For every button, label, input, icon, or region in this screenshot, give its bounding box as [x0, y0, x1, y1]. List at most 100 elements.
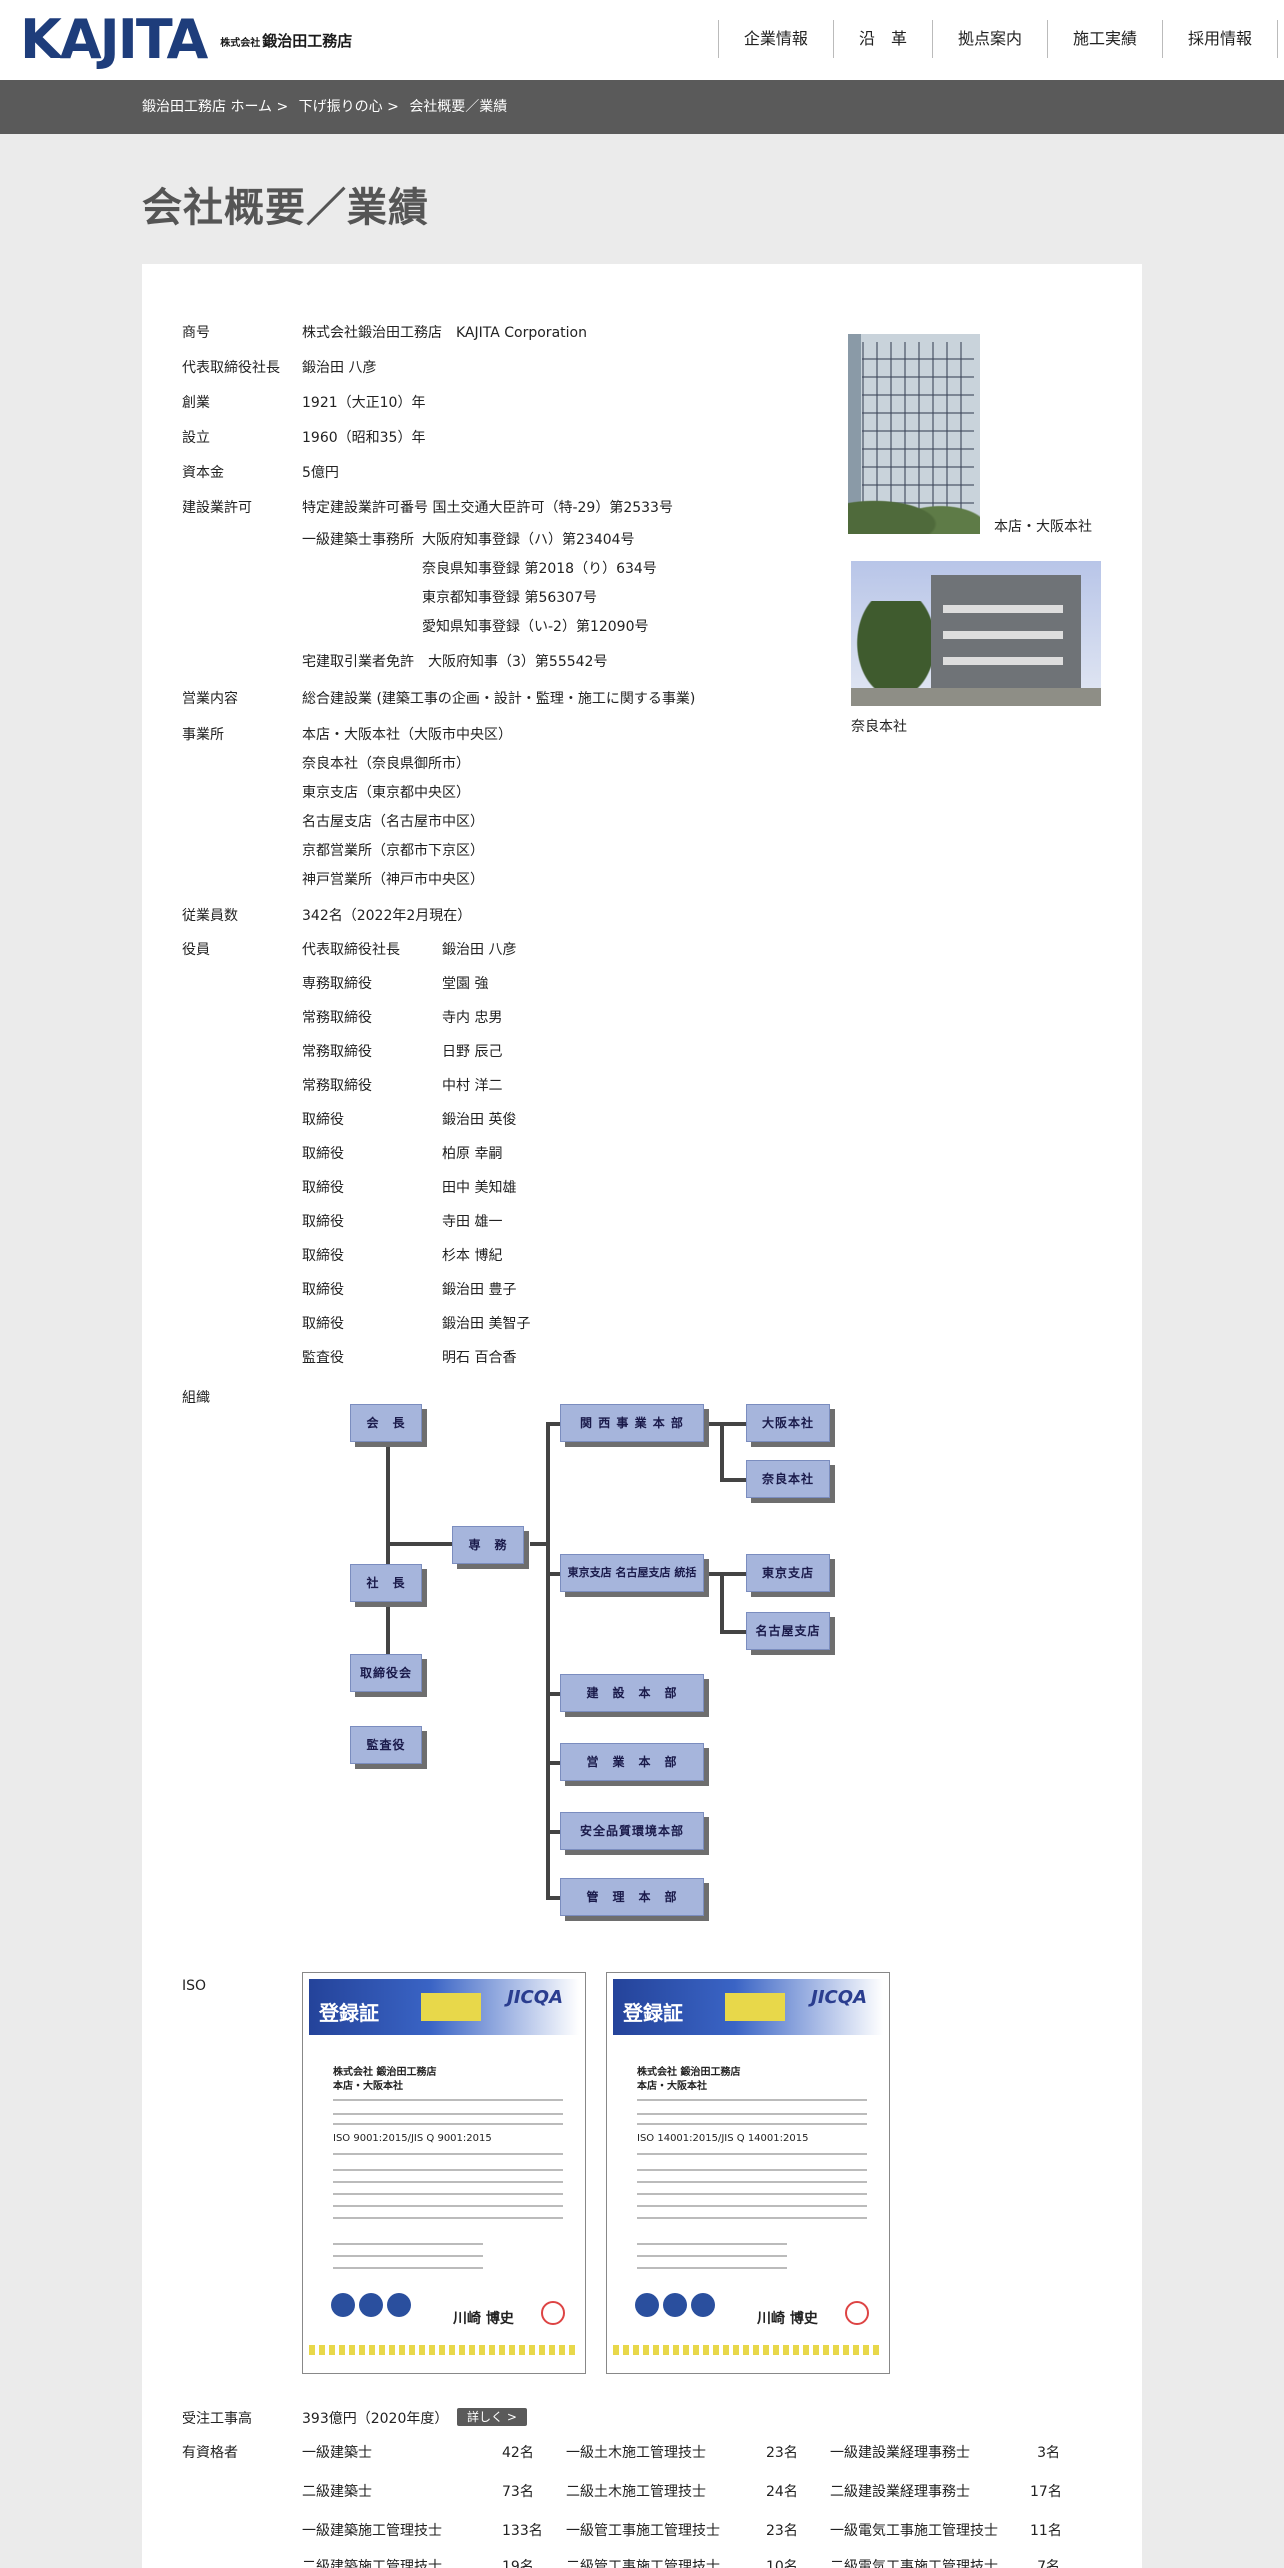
seal-icon — [845, 2301, 869, 2325]
officer-name: 柏原 幸嗣 — [442, 1146, 503, 1162]
qual-name: 二級電気工事施工管理技士 — [830, 2559, 998, 2568]
label-juchu: 受注工事高 — [182, 2411, 252, 2427]
qual-count: 3名 — [1037, 2445, 1060, 2461]
qual-count: 133名 — [502, 2523, 543, 2539]
officer-role: 取締役 — [302, 1146, 344, 1162]
qual-count: 17名 — [1030, 2484, 1062, 2500]
qual-count: 7名 — [1037, 2559, 1060, 2568]
officer-role: 取締役 — [302, 1112, 344, 1128]
global-nav: 企業情報 沿 革 拠点案内 施工実績 採用情報 — [717, 20, 1278, 58]
qual-count: 42名 — [502, 2445, 534, 2461]
qual-name: 一級建築施工管理技士 — [302, 2523, 442, 2539]
officer-role: 取締役 — [302, 1282, 344, 1298]
logo-company-name: 株式会社鍛治田工務店 — [220, 30, 352, 51]
site-logo[interactable]: KAJITA 株式会社鍛治田工務店 — [20, 12, 352, 68]
value-kyoka-4: 東京都知事登録 第56307号 — [422, 590, 597, 606]
org-box-kaicho: 会 長 — [350, 1404, 422, 1442]
officer-name: 寺田 雄一 — [442, 1214, 503, 1230]
officer-role: 常務取締役 — [302, 1044, 372, 1060]
breadcrumb-parent[interactable]: 下げ振りの心 > — [298, 99, 399, 115]
officer-role: 取締役 — [302, 1214, 344, 1230]
officer-name: 鍛治田 八彦 — [442, 942, 517, 958]
logo-mark: KAJITA — [20, 8, 208, 71]
officer-name: 寺内 忠男 — [442, 1010, 503, 1026]
value-juchu: 393億円（2020年度） — [302, 2411, 449, 2427]
cert-standard: ISO 14001:2015/JIS Q 14001:2015 — [637, 2133, 809, 2144]
qual-name: 二級建築施工管理技士 — [302, 2559, 442, 2568]
cert-standard: ISO 9001:2015/JIS Q 9001:2015 — [333, 2133, 492, 2144]
cert-title: 登録証 — [623, 2001, 683, 2025]
org-box-anzen: 安全品質環境本部 — [560, 1812, 704, 1850]
nav-locations[interactable]: 拠点案内 — [931, 20, 1047, 58]
label-daihyo: 代表取締役社長 — [182, 360, 280, 376]
qual-name: 一級建設業経理事務士 — [830, 2445, 970, 2461]
logo-kabushiki: 株式会社 — [220, 37, 261, 49]
site-header: KAJITA 株式会社鍛治田工務店 企業情報 沿 革 拠点案内 施工実績 採用情… — [0, 0, 1284, 80]
org-line — [720, 1422, 724, 1480]
nav-works[interactable]: 施工実績 — [1046, 20, 1162, 58]
logo-name: 鍛治田工務店 — [262, 31, 353, 50]
accreditation-logos — [331, 2293, 421, 2323]
qual-count: 23名 — [766, 2445, 798, 2461]
iso-9001-certificate[interactable]: 登録証 JICQA 株式会社 鍛治田工務店 本店・大阪本社 ISO 9001:2… — [302, 1972, 586, 2374]
org-box-shacho: 社 長 — [350, 1564, 422, 1602]
value-shogo: 株式会社鍛治田工務店 KAJITA Corporation — [302, 325, 587, 341]
officer-role: 専務取締役 — [302, 976, 372, 992]
label-soshiki: 組織 — [182, 1390, 210, 1406]
page-title: 会社概要／業績 — [142, 185, 429, 231]
value-jimusho-4: 京都営業所（京都市下京区） — [302, 843, 484, 859]
seal-icon — [541, 2301, 565, 2325]
label-iso: ISO — [182, 1978, 207, 1994]
value-daihyo: 鍛治田 八彦 — [302, 360, 377, 376]
value-jimusho-1: 奈良本社（奈良県御所市） — [302, 756, 470, 772]
value-setsuritsu: 1960（昭和35）年 — [302, 430, 426, 446]
org-box-kansayaku: 監査役 — [350, 1726, 422, 1764]
officer-name: 日野 辰己 — [442, 1044, 503, 1060]
value-jimusho-2: 東京支店（東京都中央区） — [302, 785, 470, 801]
qual-count: 10名 — [766, 2559, 798, 2568]
officer-role: 監査役 — [302, 1350, 344, 1366]
org-line — [720, 1630, 748, 1634]
cert-signature: 川崎 博史 — [453, 2311, 514, 2327]
label-setsuritsu: 設立 — [182, 430, 210, 446]
label-shikaku: 有資格者 — [182, 2445, 238, 2461]
qual-name: 一級土木施工管理技士 — [566, 2445, 706, 2461]
nav-company[interactable]: 企業情報 — [717, 20, 833, 58]
cert-site: 本店・大阪本社 — [637, 2081, 707, 2092]
officer-name: 明石 百合香 — [442, 1350, 517, 1366]
value-eigyo: 総合建設業 (建築工事の企画・設計・監理・施工に関する事業) — [302, 691, 696, 707]
photo-osaka-head-office — [848, 334, 980, 534]
officer-name: 中村 洋二 — [442, 1078, 503, 1094]
cert-signature: 川崎 博史 — [757, 2311, 818, 2327]
org-line — [546, 1572, 566, 1576]
qual-name: 一級管工事施工管理技士 — [566, 2523, 720, 2539]
breadcrumb-home[interactable]: 鍛治田工務店 ホーム > — [142, 99, 289, 115]
nav-recruit[interactable]: 採用情報 — [1161, 20, 1278, 58]
org-line — [546, 1761, 566, 1765]
qual-count: 24名 — [766, 2484, 798, 2500]
org-line — [386, 1542, 456, 1546]
org-box-tokyo: 東京支店 — [746, 1554, 830, 1592]
nav-history[interactable]: 沿 革 — [832, 20, 932, 58]
iso-14001-certificate[interactable]: 登録証 JICQA 株式会社 鍛治田工務店 本店・大阪本社 ISO 14001:… — [606, 1972, 890, 2374]
org-line — [546, 1422, 550, 1898]
officer-name: 鍛治田 豊子 — [442, 1282, 517, 1298]
qual-count: 11名 — [1030, 2523, 1062, 2539]
officer-role: 取締役 — [302, 1248, 344, 1264]
qual-count: 19名 — [502, 2559, 534, 2568]
org-box-tokyo-nagoya: 東京支店 名古屋支店 統括 — [560, 1554, 704, 1592]
value-kyoka-2a: 一級建築士事務所 — [302, 532, 414, 548]
org-box-nagoya: 名古屋支店 — [746, 1612, 830, 1650]
value-kyoka-3: 奈良県知事登録 第2018（り）634号 — [422, 561, 657, 577]
officer-name: 鍛治田 美智子 — [442, 1316, 531, 1332]
qual-name: 二級建築士 — [302, 2484, 372, 2500]
qual-name: 二級管工事施工管理技士 — [566, 2559, 720, 2568]
officer-name: 杉本 博紀 — [442, 1248, 503, 1264]
officer-role: 取締役 — [302, 1180, 344, 1196]
cert-company: 株式会社 鍛治田工務店 — [333, 2067, 437, 2078]
cert-company: 株式会社 鍛治田工務店 — [637, 2067, 741, 2078]
value-kyoka-5: 愛知県知事登録（い-2）第12090号 — [422, 619, 649, 635]
caption-osaka: 本店・大阪本社 — [994, 519, 1092, 535]
details-button[interactable]: 詳しく > — [457, 2408, 527, 2426]
qual-count: 73名 — [502, 2484, 534, 2500]
